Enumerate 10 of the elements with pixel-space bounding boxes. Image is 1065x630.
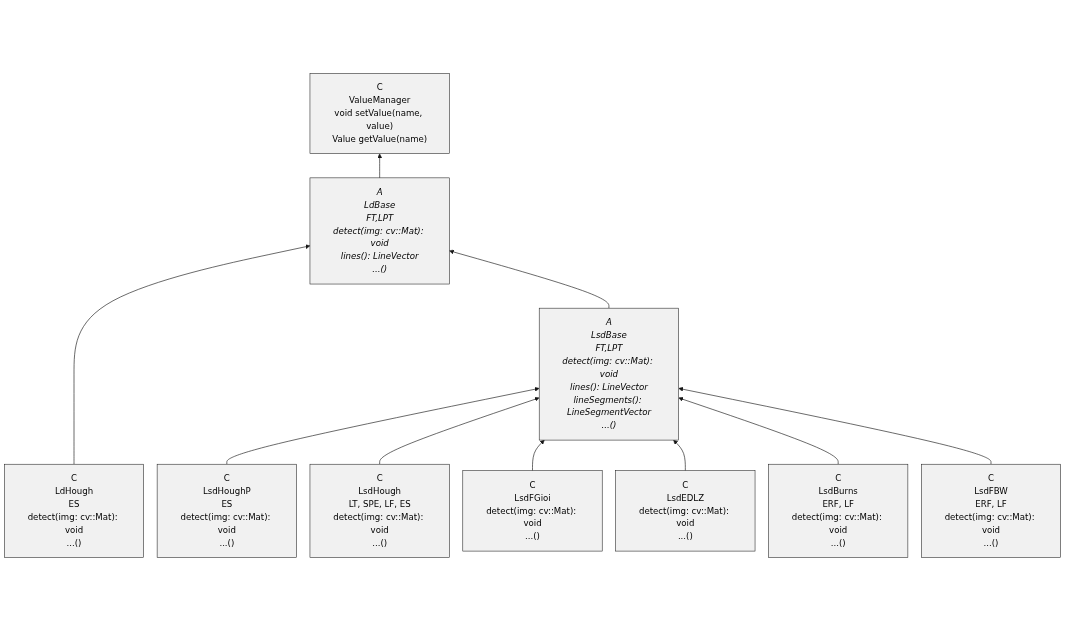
- node-box: C LsdHough LT, SPE, LF, ES detect(img: cv::Mat): void ...(): [309, 463, 450, 558]
- node-box: C LsdFBW ERF, LF detect(img: cv::Mat): void ...(): [921, 463, 1061, 558]
- node-box: C LsdBurns ERF, LF detect(img: cv::Mat): void ...(): [768, 463, 909, 558]
- node-box: C LsdEDLZ detect(img: cv::Mat): void ...(): [615, 469, 756, 551]
- node-box: C LsdHoughP ES detect(img: cv::Mat): void ...(): [156, 463, 297, 558]
- node-box: A LdBase FT,LPT detect(img: cv::Mat): void lines(): LineVector ...(): [309, 177, 450, 284]
- node-box: C LsdFGioi detect(img: cv::Mat): void ...(): [462, 469, 603, 551]
- node-box: C ValueManager void setValue(name, value) Value getValue(name): [309, 72, 450, 154]
- node-box: C LdHough ES detect(img: cv::Mat): void ...(): [4, 463, 144, 558]
- node-box: A LsdBase FT,LPT detect(img: cv::Mat): void lines(): LineVector lineSegments(): LineSegmentVector ...(): [538, 307, 679, 440]
